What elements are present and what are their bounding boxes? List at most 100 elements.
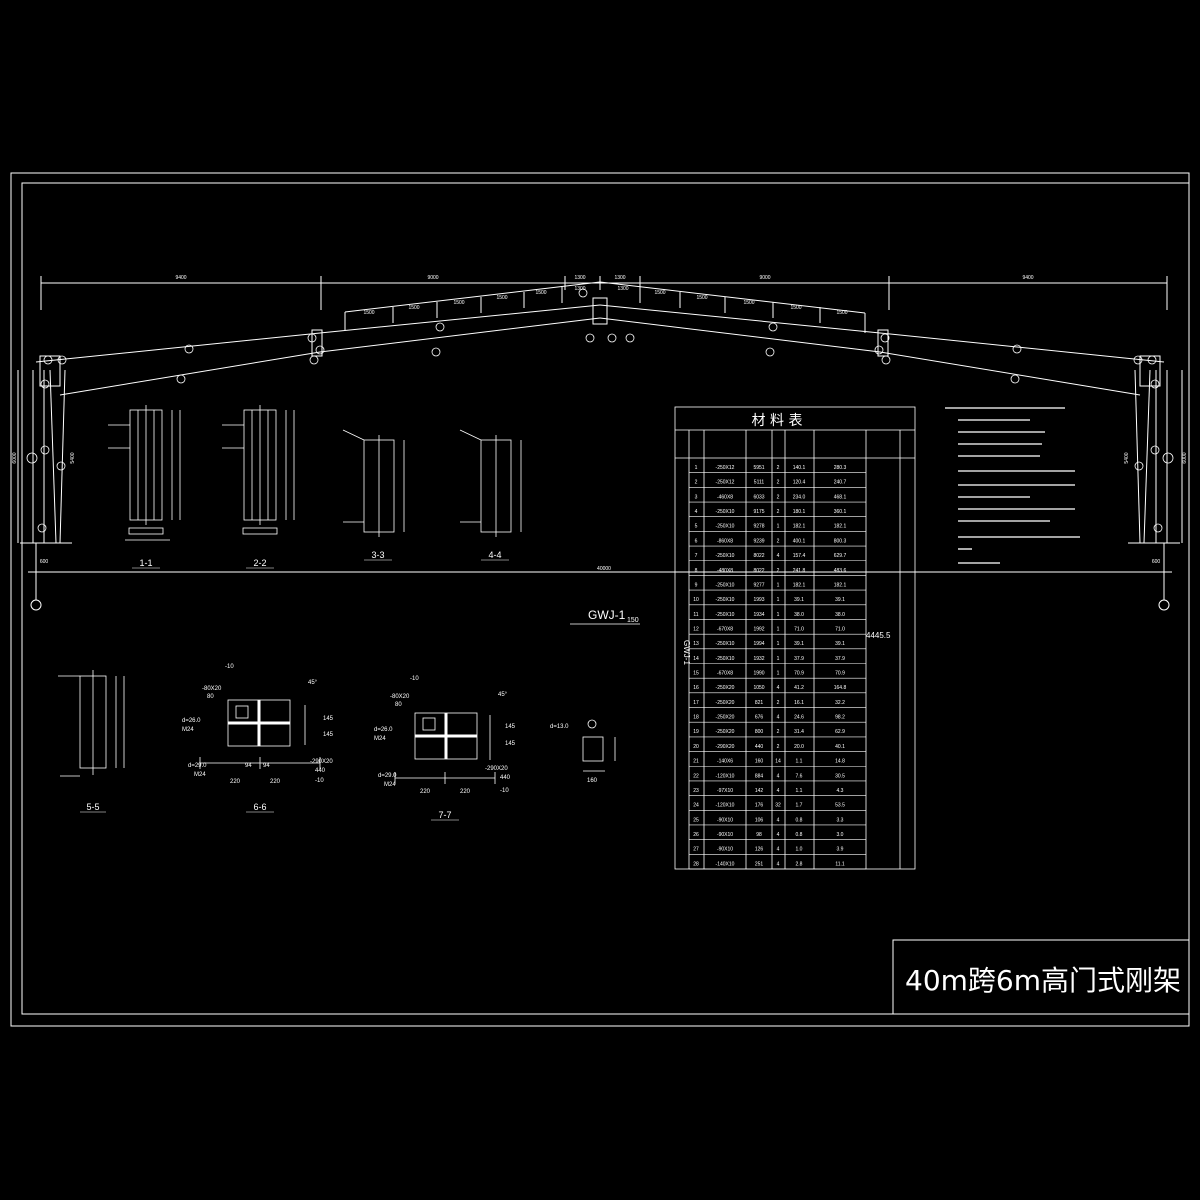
- table-cell: 5: [695, 524, 698, 530]
- table-cell: 8022: [753, 568, 764, 574]
- table-cell: -290X20: [716, 744, 735, 750]
- outer-border: [10, 172, 1190, 1027]
- table-cell: -97X10: [717, 788, 733, 794]
- d77-base: -290X20: [485, 766, 508, 772]
- table-cell: 6: [695, 538, 698, 544]
- small-bolt-detail: [582, 719, 616, 772]
- table-cell: -860X8: [717, 538, 733, 544]
- table-cell: 4: [777, 861, 780, 867]
- d77-bolt1-m: M24: [374, 736, 386, 742]
- table-cell: 18: [693, 715, 699, 721]
- table-cell: 4: [777, 715, 780, 721]
- table-cell: -140X10: [716, 861, 735, 867]
- table-cell: 4: [777, 832, 780, 838]
- table-cell: 280.3: [834, 465, 847, 471]
- table-cell: 182.1: [793, 524, 806, 530]
- table-cell: 4: [777, 773, 780, 779]
- d77-dim-b1: 220: [420, 789, 431, 795]
- table-cell: 70.9: [794, 671, 804, 677]
- table-cell: 27: [693, 847, 699, 853]
- rafter-dim-r1: 1300: [617, 286, 628, 292]
- d77-stiff: -80X20: [390, 694, 410, 700]
- d77-bolt2-m: M24: [384, 782, 396, 788]
- rafter-dim-r3: 1500: [696, 295, 707, 301]
- table-cell: 164.8: [834, 685, 847, 691]
- rafter-dim-l3: 1500: [453, 300, 464, 306]
- table-cell: 1.7: [796, 803, 803, 809]
- table-cell: 9: [695, 582, 698, 588]
- table-cell: 38.0: [794, 612, 804, 618]
- table-cell: 142: [755, 788, 764, 794]
- table-cell: 4: [777, 553, 780, 559]
- part-markers: [26, 288, 1174, 533]
- d77-stiff-w: 80: [395, 702, 402, 708]
- table-cell: 821: [755, 700, 764, 706]
- table-cell: 2: [777, 465, 780, 471]
- d66-base-w: 440: [315, 768, 326, 774]
- table-cell: 16.1: [794, 700, 804, 706]
- table-cell: -460X8: [717, 494, 733, 500]
- table-cell: 160: [755, 759, 764, 765]
- table-cell: 106: [755, 817, 764, 823]
- table-cell: -670X8: [717, 671, 733, 677]
- table-cell: 120.4: [793, 480, 806, 486]
- table-cell: 400.1: [793, 538, 806, 544]
- table-cell: 13: [693, 641, 699, 647]
- table-cell: 6033: [753, 494, 764, 500]
- table-cell: 1994: [753, 641, 764, 647]
- table-cell: -250X12: [716, 465, 735, 471]
- table-cell: 39.1: [794, 597, 804, 603]
- table-cell: 240.7: [834, 480, 847, 486]
- d77-dim-r1: 145: [505, 724, 516, 730]
- table-cell: 22: [693, 773, 699, 779]
- table-cell: 8: [695, 568, 698, 574]
- table-cell: 2: [777, 729, 780, 735]
- col-height-left: 6000: [12, 452, 18, 463]
- table-cell: 1: [777, 641, 780, 647]
- span-dim: 40000: [597, 566, 611, 572]
- frame-dimensions: 9400 9000 1300 1300 9000 9400 1500 1500 …: [12, 275, 1188, 572]
- table-cell: 11: [693, 612, 698, 618]
- section-labels: 1-1 2-2 3-3 4-4 5-5 6-6 7-7: [80, 550, 509, 821]
- table-cell: 14: [693, 656, 699, 662]
- table-cell: 9277: [753, 582, 764, 588]
- table-cell: 176: [755, 803, 764, 809]
- d66-plate-top: -10: [225, 664, 234, 670]
- table-cell: 4: [777, 817, 780, 823]
- table-cell: 9239: [753, 538, 764, 544]
- table-cell: 1050: [753, 685, 764, 691]
- table-cell: 38.0: [835, 612, 845, 618]
- rafter-dim-l4: 1500: [496, 295, 507, 301]
- table-cell: 1.0: [796, 847, 803, 853]
- d77-base-w: 440: [500, 775, 511, 781]
- table-cell: 2: [777, 744, 780, 750]
- table-cell: 4: [777, 847, 780, 853]
- table-cell: -250X10: [716, 553, 735, 559]
- table-cell: 9278: [753, 524, 764, 530]
- table-cell: -90X10: [717, 832, 733, 838]
- drawing-title: 40m跨6m高门式刚架: [905, 964, 1181, 997]
- table-cell: 182.1: [793, 582, 806, 588]
- d66-stiff-w: 80: [207, 694, 214, 700]
- table-cell: 3.0: [837, 832, 844, 838]
- table-cell: 2: [777, 700, 780, 706]
- bottom-left-dim: 600: [40, 559, 49, 565]
- frame-label: GWJ-1 150: [570, 608, 640, 625]
- d77-plate-top: -10: [410, 676, 419, 682]
- table-cell: 21: [693, 759, 699, 765]
- table-cell: 1990: [753, 671, 764, 677]
- table-cell: 360.1: [834, 509, 847, 515]
- d66-bolt1: d=26.0: [182, 718, 201, 724]
- table-cell: 2: [777, 568, 780, 574]
- d77-angle: 45°: [498, 692, 508, 698]
- section-4-4-detail: [459, 429, 522, 537]
- material-total-weight: 4445.5: [866, 631, 891, 640]
- table-cell: 11.1: [835, 861, 845, 867]
- table-cell: 53.5: [835, 803, 845, 809]
- table-cell: 4: [777, 685, 780, 691]
- rafter-dim-r6: 1500: [836, 310, 847, 316]
- frame-label-main: GWJ-1: [588, 608, 626, 622]
- table-cell: 37.9: [835, 656, 845, 662]
- d77-bottom-plate: -10: [500, 788, 509, 794]
- table-cell: 800.3: [834, 538, 847, 544]
